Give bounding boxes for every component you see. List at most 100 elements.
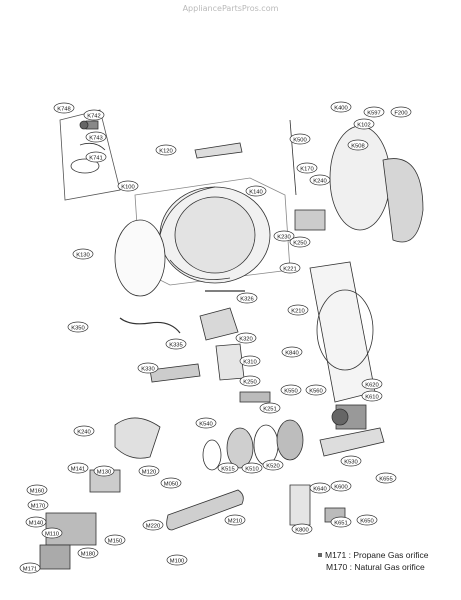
callout-m050: M050: [160, 477, 182, 489]
callout-label: K651: [334, 520, 348, 526]
callout-k550: K550: [280, 384, 302, 396]
callout-label: K508: [351, 143, 365, 149]
part-k350-cord: [119, 317, 181, 334]
callout-k800: K800: [291, 523, 313, 535]
callout-label: K620: [365, 382, 379, 388]
callout-label: K330: [141, 366, 155, 372]
callout-m100: M100: [166, 554, 188, 566]
callout-label: K250: [243, 379, 257, 385]
callout-label: K600: [334, 484, 348, 490]
callout-label: M160: [30, 488, 45, 494]
callout-label: K170: [300, 166, 314, 172]
callout-k510: K510: [241, 462, 263, 474]
callout-k240: K240: [73, 425, 95, 437]
callout-label: K530: [344, 459, 358, 465]
part-k742-fitting: [79, 120, 99, 130]
callout-k560: K560: [305, 384, 327, 396]
callout-label: K560: [309, 388, 323, 394]
callout-m210: M210: [224, 514, 246, 526]
callout-k210: K210: [287, 304, 309, 316]
callout-label: K320: [239, 336, 253, 342]
callout-m160: M160: [26, 484, 48, 496]
callout-label: K742: [87, 113, 101, 119]
callout-label: M140: [29, 520, 44, 526]
legend-marker-icon: [318, 553, 322, 558]
callout-label: M141: [71, 466, 86, 472]
callout-k335: K335: [165, 338, 187, 350]
callout-k130: K130: [72, 248, 94, 260]
callout-label: K130: [76, 252, 90, 258]
part-k120-bracket: [194, 142, 243, 159]
part-k330-bracket: [149, 363, 201, 383]
callout-label: K510: [245, 466, 259, 472]
callout-k250b: K250: [289, 236, 311, 248]
callout-k743: K743: [85, 131, 107, 143]
callout-k140: K140: [245, 185, 267, 197]
part-k240-cover: [114, 417, 161, 459]
callout-label: K550: [284, 388, 298, 394]
callout-label: K240: [77, 429, 91, 435]
callout-m171: M171: [19, 562, 41, 574]
callout-m220: M220: [142, 519, 164, 531]
legend-text-m171: M171 : Propane Gas orifice: [325, 550, 429, 560]
part-k130-front-plate: [114, 219, 166, 297]
callout-label: K230: [277, 234, 291, 240]
callout-k597: K597: [363, 106, 385, 118]
part-k530-duct: [319, 427, 385, 457]
callout-k102: K102: [353, 118, 375, 130]
callout-label: K100: [121, 184, 135, 190]
callout-m141: M141: [67, 462, 89, 474]
callout-label: K350: [71, 325, 85, 331]
callout-label: K310: [243, 359, 257, 365]
callout-m110: M110: [41, 527, 63, 539]
callout-label: K326: [240, 296, 254, 302]
callout-k508: K508: [347, 139, 369, 151]
part-k230-hinge: [294, 209, 326, 231]
callout-k230: K230: [273, 230, 295, 242]
callout-m180: M180: [77, 547, 99, 559]
callout-label: K597: [367, 110, 381, 116]
watermark: AppliancePartsPros.com: [182, 4, 279, 13]
callout-k515: K515: [217, 462, 239, 474]
callout-label: M220: [146, 523, 161, 529]
callout-label: K515: [221, 466, 235, 472]
callout-label: M180: [81, 551, 96, 557]
callout-label: M050: [164, 481, 179, 487]
callout-k640: K640: [309, 482, 331, 494]
callout-k170: K170: [296, 162, 318, 174]
callout-label: M150: [108, 538, 123, 544]
callout-k350: K350: [67, 321, 89, 333]
callout-label: K748: [57, 106, 71, 112]
part-k500-wire: [289, 119, 297, 196]
callout-k651: K651: [330, 516, 352, 528]
callout-k530: K530: [340, 455, 362, 467]
callout-k840: K840: [281, 346, 303, 358]
part-k250-switch: [239, 391, 271, 403]
callout-label: K800: [295, 527, 309, 533]
callout-k330: K330: [137, 362, 159, 374]
legend-text-m170: M170 : Natural Gas orifice: [326, 562, 425, 572]
callout-label: K520: [266, 463, 280, 469]
callout-label: K741: [89, 155, 103, 161]
callout-k250: K250: [239, 375, 261, 387]
callout-label: K610: [365, 394, 379, 400]
callout-label: K250: [293, 240, 307, 246]
callout-f200: F200: [390, 106, 412, 118]
callout-k120: K120: [155, 144, 177, 156]
callout-k540: K540: [195, 417, 217, 429]
callout-label: K655: [379, 476, 393, 482]
callout-k326: K326: [236, 292, 258, 304]
part-f200-door: [382, 158, 424, 243]
part-k310-duct: [215, 343, 245, 381]
callout-label: K540: [199, 421, 213, 427]
callout-k742: K742: [83, 109, 105, 121]
part-k320-lint-filter: [199, 307, 239, 341]
callout-label: K140: [249, 189, 263, 195]
callout-m140: M140: [25, 516, 47, 528]
callout-label: K221: [283, 266, 297, 272]
callout-k741: K741: [85, 151, 107, 163]
callout-label: K743: [89, 135, 103, 141]
callout-k400: K400: [330, 101, 352, 113]
callout-m170: M170: [27, 499, 49, 511]
